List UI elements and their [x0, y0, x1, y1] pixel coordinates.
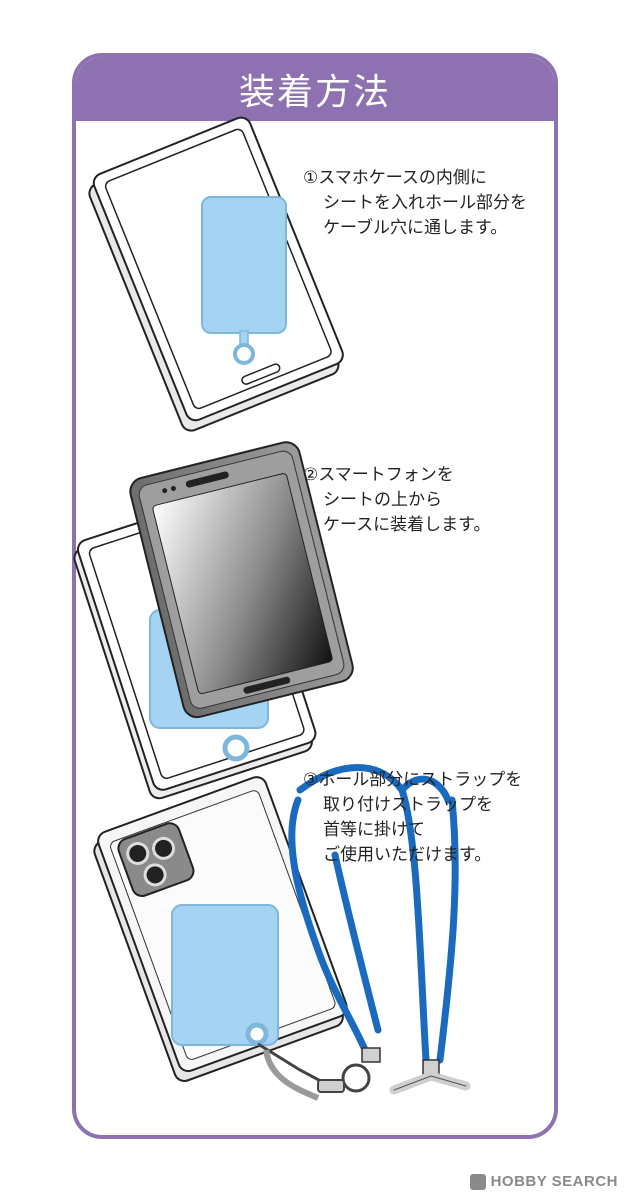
step-2-text: ②スマートフォンを シートの上から ケースに装着します。: [303, 463, 490, 538]
sheet-icon: [171, 904, 279, 1046]
step-line: ご使用いただけます。: [323, 845, 492, 865]
step-line: 取り付けストラップを: [323, 795, 493, 815]
step-3-text: ③ホール部分にストラップを 取り付けストラップを 首等に掛けて ご使用いただけま…: [303, 768, 522, 868]
step-1-text: ①スマホケースの内側に シートを入れホール部分を ケーブル穴に通します。: [303, 166, 527, 241]
strap-icon: [288, 764, 471, 1095]
step-line: ①スマホケースの内側に: [303, 168, 487, 188]
step-line: シートを入れホール部分を: [323, 193, 527, 213]
page-title: 装着方法: [238, 72, 391, 113]
step-line: ③ホール部分にストラップを: [303, 770, 523, 790]
card-header: 装着方法: [76, 57, 554, 121]
step-line: ②スマートフォンを: [303, 465, 454, 485]
ring-icon: [245, 1022, 269, 1046]
step-line: ケーブル穴に通します。: [323, 218, 508, 238]
ring-icon: [341, 1063, 371, 1093]
hobby-search-logo-icon: [469, 1173, 486, 1190]
watermark: HOBBY SEARCH: [469, 1173, 618, 1190]
step-line: シートの上から: [323, 490, 442, 510]
watermark-text: HOBBY SEARCH: [490, 1173, 618, 1190]
camera-icon: [117, 822, 195, 897]
smartphone-icon: [129, 441, 354, 719]
case-with-strap-illustration: [93, 764, 471, 1101]
phone-into-case-illustration: [73, 441, 354, 800]
step-line: 首等に掛けて: [323, 820, 425, 840]
step-line: ケースに装着します。: [323, 515, 491, 535]
ring-icon: [222, 734, 250, 762]
case-with-sheet-illustration: [88, 116, 344, 432]
sheet-icon: [201, 196, 287, 365]
carabiner-icon: [257, 1042, 345, 1101]
